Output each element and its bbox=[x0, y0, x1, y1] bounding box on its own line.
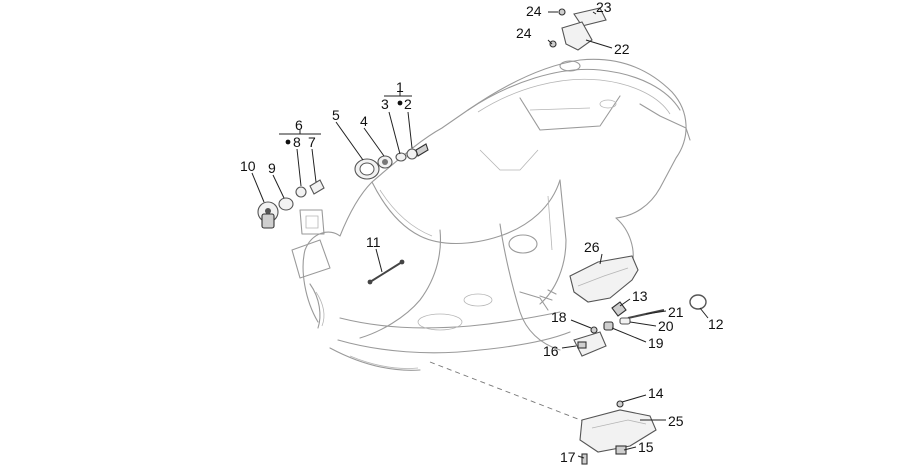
part-24-screw-top bbox=[558, 8, 566, 16]
callout-14: 14 bbox=[648, 385, 664, 401]
callout-18: 18 bbox=[551, 309, 567, 325]
callout-5: 5 bbox=[332, 107, 340, 123]
part-9-cap bbox=[278, 197, 294, 211]
part-4-filler-cap bbox=[377, 155, 393, 169]
part-13-cap bbox=[611, 301, 627, 317]
callout-7: 7 bbox=[308, 134, 316, 150]
callout-8: 8 bbox=[293, 134, 301, 150]
callout-25: 25 bbox=[668, 413, 684, 429]
part-14-screw bbox=[616, 400, 624, 408]
callout-19: 19 bbox=[648, 335, 664, 351]
part-20-sleeve bbox=[619, 317, 631, 325]
callout-2: 2 bbox=[404, 96, 412, 112]
callout-12: 12 bbox=[708, 316, 724, 332]
callout-17: 17 bbox=[560, 449, 576, 465]
scooter-frame bbox=[291, 58, 691, 371]
part-18-screw bbox=[590, 326, 598, 334]
callout-6: 6 bbox=[295, 117, 303, 133]
callout-10: 10 bbox=[240, 158, 256, 174]
part-5-filler-ring bbox=[354, 158, 380, 180]
part-2-key-lock bbox=[406, 143, 429, 160]
part-19-spring bbox=[603, 321, 614, 331]
callout-15: 15 bbox=[638, 439, 654, 455]
part-7-clip bbox=[309, 179, 325, 195]
callout-11: 11 bbox=[366, 234, 381, 250]
callout-1: 1 bbox=[396, 79, 404, 95]
callout-26: 26 bbox=[584, 239, 600, 255]
callout-3: 3 bbox=[381, 96, 389, 112]
callout-22: 22 bbox=[614, 41, 630, 57]
callout-9: 9 bbox=[268, 160, 276, 176]
callout-24-lower: 24 bbox=[516, 25, 532, 41]
assembly-reference-line bbox=[429, 361, 597, 427]
bullet-dot bbox=[285, 139, 291, 145]
bullet-dot bbox=[397, 100, 403, 106]
part-22-hinge-bracket bbox=[561, 21, 593, 51]
part-3-gasket bbox=[395, 152, 407, 162]
callout-24-top: 24 bbox=[526, 3, 542, 19]
part-17-screw bbox=[581, 453, 588, 465]
part-8-washer bbox=[295, 186, 307, 198]
callout-16: 16 bbox=[543, 343, 559, 359]
part-12-ring bbox=[689, 294, 707, 310]
callout-21: 21 bbox=[668, 304, 684, 320]
part-25-tray bbox=[579, 409, 657, 453]
part-24-screw-lower bbox=[549, 40, 557, 48]
part-10-ignition-lock bbox=[257, 201, 279, 229]
callout-20: 20 bbox=[658, 318, 674, 334]
part-26-battery-cover bbox=[569, 255, 639, 303]
callout-labels: 1 2 3 4 5 6 7 8 9 10 11 12 13 14 15 16 1… bbox=[240, 0, 724, 465]
leader-lines bbox=[251, 11, 709, 459]
callout-13: 13 bbox=[632, 288, 648, 304]
callout-23: 23 bbox=[596, 0, 612, 15]
part-16-lock-unit bbox=[573, 331, 607, 357]
callout-4: 4 bbox=[360, 113, 368, 129]
part-11-cable bbox=[367, 259, 405, 285]
